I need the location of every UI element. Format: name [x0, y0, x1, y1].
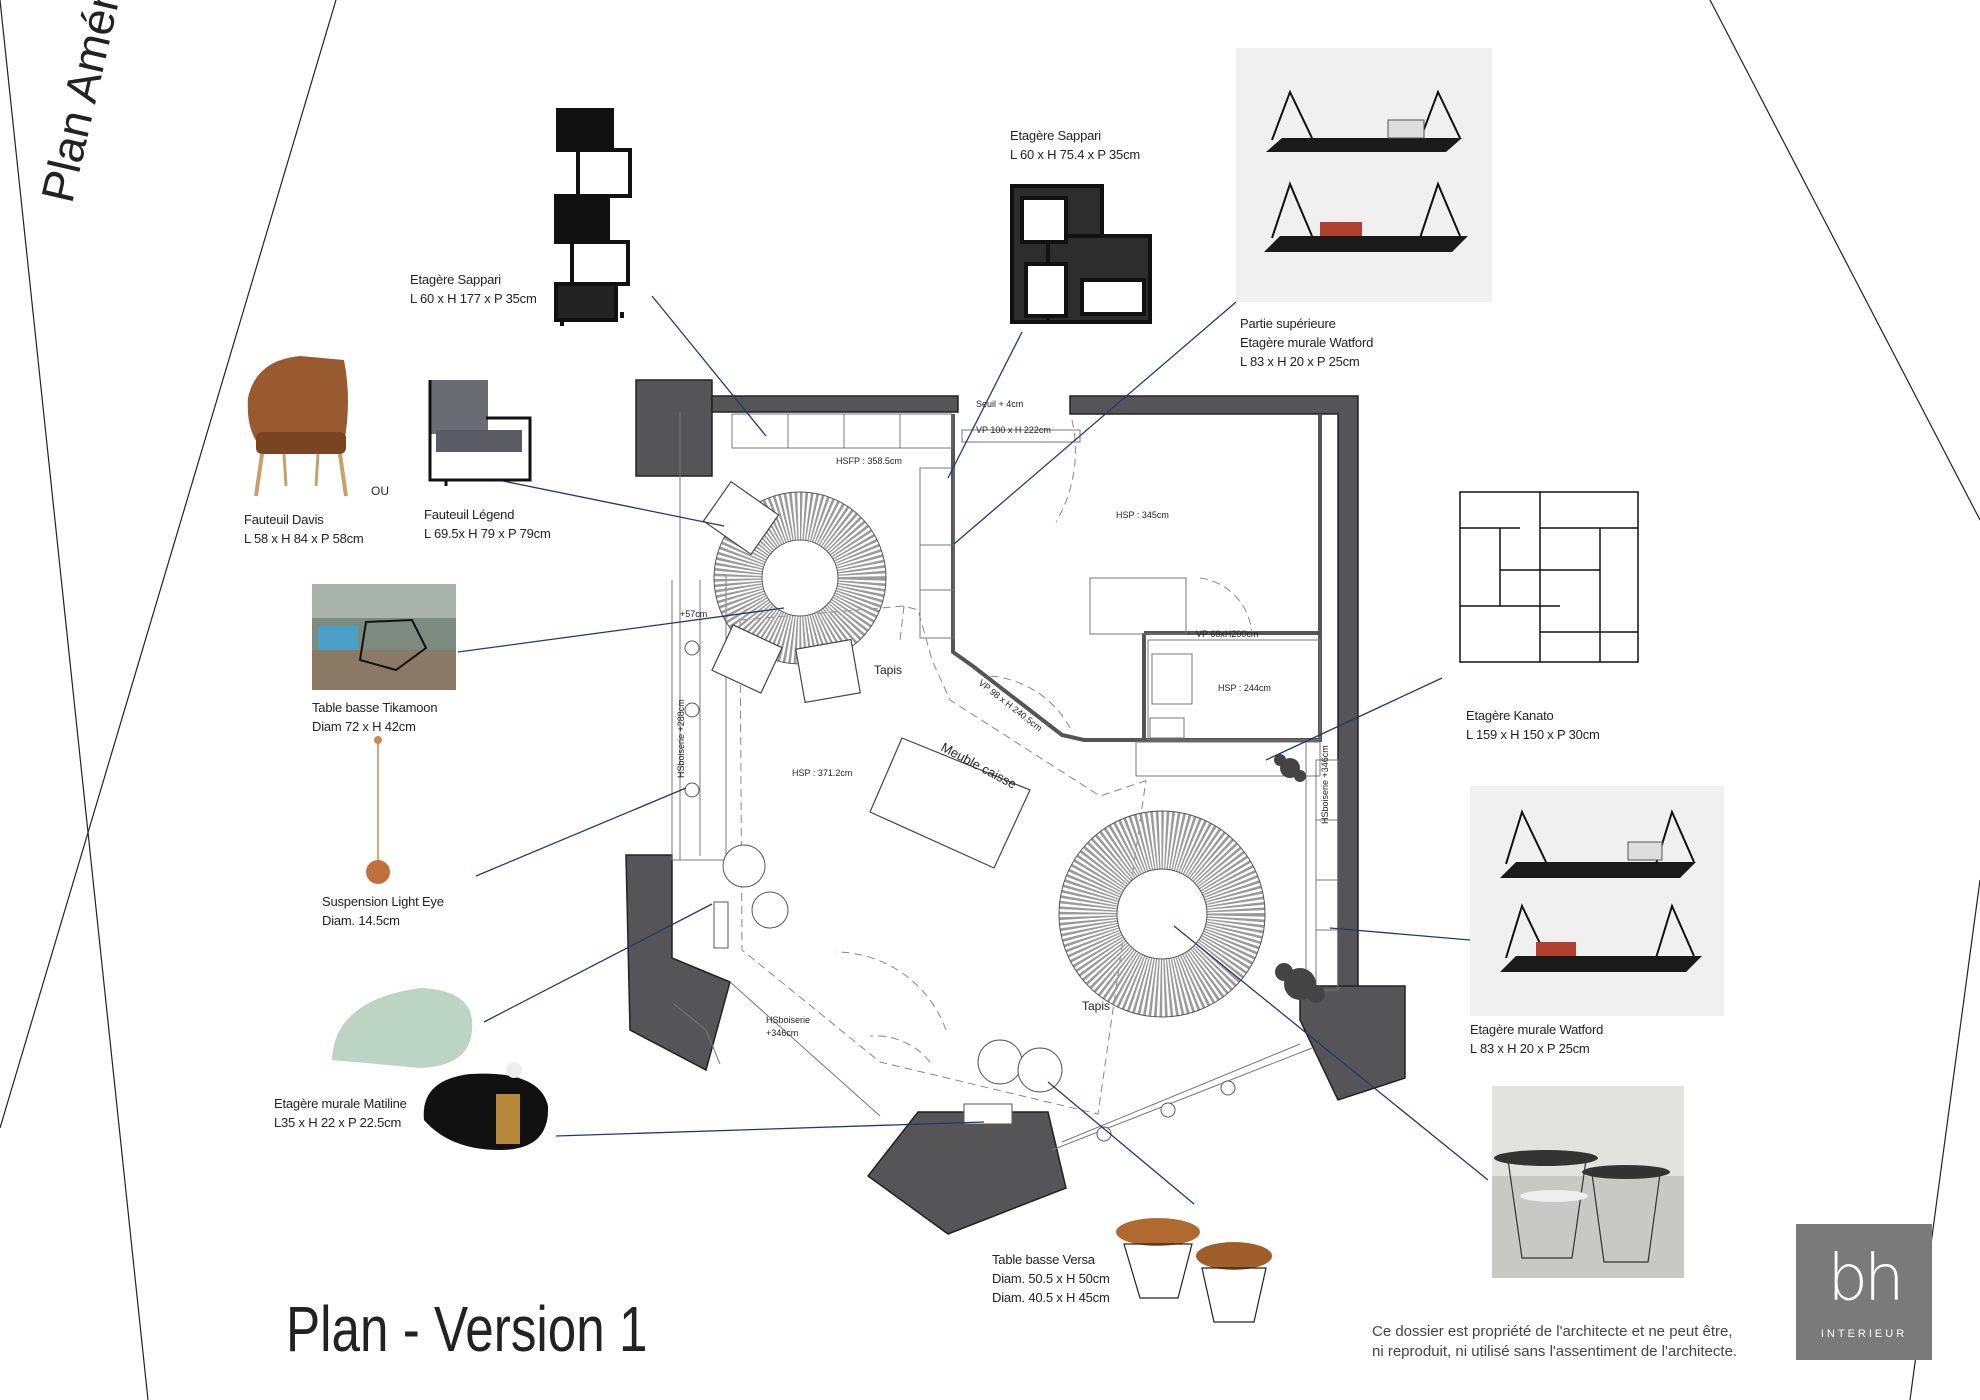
label-fauteuil-legend: Fauteuil Légend L 69.5x H 79 x P 79cm: [424, 507, 551, 541]
label-table-tikamoon: Table basse Tikamoon Diam 72 x H 42cm: [312, 700, 438, 734]
watford-top-image: [1236, 48, 1492, 302]
kanato-shelf-image: [1459, 491, 1639, 663]
annotation-vp-diag: VP 98 x H 240.5cm: [977, 678, 1044, 734]
fauteuil-davis-image: [247, 356, 348, 497]
armchairs: [702, 480, 861, 704]
annotation-hboiserie-left: HSboiserie +288cm: [676, 699, 686, 778]
or-label: OU: [371, 484, 389, 498]
annotation-hsp-main: HSP : 371.2cm: [792, 768, 852, 778]
label-watford-right: Etagère murale Watford L 83 x H 20 x P 2…: [1470, 1022, 1604, 1056]
annotation-hboiserie-bottom-2: +346cm: [766, 1028, 798, 1038]
logo-mark: bh: [1827, 1242, 1904, 1316]
label-sappari-low: Etagère Sappari L 60 x H 75.4 x P 35cm: [1010, 128, 1141, 162]
table-tikamoon-image: [312, 584, 456, 690]
annotation-vp-wc: VP 68xH200cm: [1196, 629, 1258, 639]
sappari-tall-shelf-image: [554, 108, 632, 326]
plants: [1274, 754, 1325, 1003]
annotation-hboiserie-bottom-1: HSboiserie: [766, 1015, 810, 1025]
rug-large: [1059, 811, 1265, 1017]
label-kanato: Etagère Kanato L 159 x H 150 x P 30cm: [1466, 708, 1600, 742]
cash-counter: [869, 737, 1031, 869]
annotation-hsp-wc: HSP : 244cm: [1218, 683, 1271, 693]
floor-plan: Seuil + 4cm VP 100 x H 222cm HSFP : 358.…: [625, 379, 1406, 1235]
label-sappari-tall: Etagère Sappari L 60 x H 177 x P 35cm: [410, 272, 537, 306]
side-tables-image: [1492, 1086, 1684, 1278]
watford-right-image: [1470, 786, 1724, 1016]
annotation-tapis-1: Tapis: [874, 663, 902, 677]
annotation-tapis-2: Tapis: [1082, 999, 1110, 1013]
dashed-lines: [739, 419, 1253, 1115]
rugs: [713, 491, 1266, 1018]
annotation-plus57: +57cm: [680, 609, 707, 619]
sappari-low-shelf-image: [1010, 184, 1152, 324]
suspension-image: [366, 736, 390, 884]
version-title: Plan - Version 1: [286, 1293, 648, 1365]
label-watford-top: Partie supérieure Etagère murale Watford…: [1240, 316, 1374, 369]
spot-lights: [684, 640, 1236, 1142]
leader-lines: [457, 295, 1489, 1205]
label-fauteuil-davis: Fauteuil Davis L 58 x H 84 x P 58cm: [244, 512, 364, 546]
annotation-hsfp: HSFP : 358.5cm: [836, 456, 902, 466]
bh-logo: bh INTERIEUR: [1796, 1224, 1932, 1360]
annotation-vp-top: VP 100 x H 222cm: [976, 425, 1051, 435]
label-matiline: Etagère murale Matiline L35 x H 22 x P 2…: [274, 1096, 407, 1130]
logo-word: INTERIEUR: [1820, 1328, 1908, 1340]
annotation-hsp-office: HSP : 345cm: [1116, 510, 1169, 520]
rug-small: [714, 492, 886, 664]
label-suspension: Suspension Light Eye Diam. 14.5cm: [322, 894, 444, 928]
annotation-seuil: Seuil + 4cm: [976, 399, 1023, 409]
plan-outlines: [671, 412, 1339, 1151]
table-versa-image: [1116, 1218, 1272, 1323]
fauteuil-legend-image: [428, 380, 532, 486]
disclaimer: Ce dossier est propriété de l'architecte…: [1372, 1323, 1738, 1360]
annotation-hboiserie-right: HSboiserie +346cm: [1320, 745, 1330, 824]
matiline-image: [332, 988, 549, 1150]
label-table-versa: Table basse Versa Diam. 50.5 x H 50cm Di…: [992, 1252, 1110, 1305]
